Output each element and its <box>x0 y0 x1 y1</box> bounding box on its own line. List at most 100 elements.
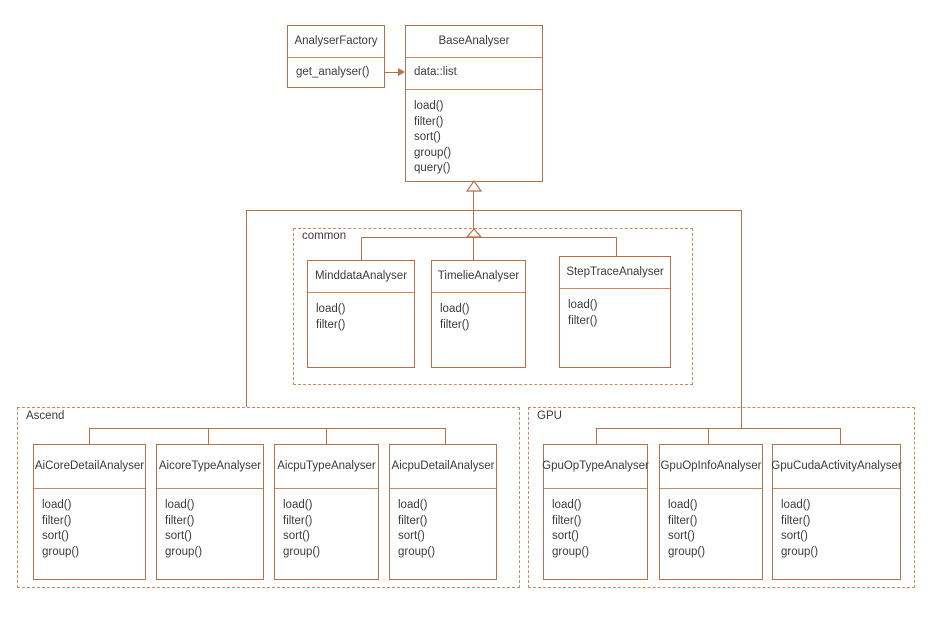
group-label-ascend: Ascend <box>23 409 68 423</box>
method-item: load() <box>165 499 195 511</box>
class-methods-step-trace-analyser: load() filter() <box>560 289 670 329</box>
compartment-divider <box>34 488 145 489</box>
class-name-aicoredetail-analyser: AiCoreDetailAnalyser <box>34 459 145 472</box>
method-item: load() <box>668 499 698 511</box>
compartment-divider <box>773 488 900 489</box>
method-item: sort() <box>414 131 441 143</box>
method-item: sort() <box>781 530 808 542</box>
method-item: load() <box>568 299 598 311</box>
group-drop-timelie <box>473 237 474 260</box>
method-item: load() <box>440 303 470 315</box>
method-item: load() <box>283 499 313 511</box>
class-name-step-trace-analyser: StepTraceAnalyser <box>566 265 664 278</box>
method-item: load() <box>398 499 428 511</box>
class-methods-aicpudetail-analyser: load() filter() sort() group() <box>390 489 496 560</box>
class-methods-gpuoptype-analyser: load() filter() sort() group() <box>544 489 647 560</box>
method-item: sort() <box>165 530 192 542</box>
method-item: filter() <box>668 514 698 527</box>
class-box-gpuoptype-analyser[interactable]: GpuOpTypeAnalyser load() filter() sort()… <box>542 444 649 580</box>
class-box-aicpudetail-analyser[interactable]: AicpuDetailAnalyser load() filter() sort… <box>389 444 497 580</box>
compartment-divider <box>406 57 542 58</box>
group-drop-aicoretype <box>208 428 209 444</box>
method-item: query() <box>414 162 451 174</box>
attribute-item: data::list <box>414 66 457 78</box>
group-frame-ascend <box>17 407 520 588</box>
group-bus-gpu <box>596 428 840 429</box>
compartment-divider <box>157 488 263 489</box>
method-item: sort() <box>552 530 579 542</box>
group-drop-gpuopinfo <box>708 428 709 444</box>
class-name-aicpudetail-analyser: AicpuDetailAnalyser <box>391 459 495 472</box>
method-item: sort() <box>283 530 310 542</box>
method-item: sort() <box>398 530 425 542</box>
group-drop-minddata <box>361 237 362 260</box>
method-item: get_analyser() <box>296 66 370 78</box>
class-methods-aicoretype-analyser: load() filter() sort() group() <box>157 489 263 560</box>
generalization-triangle-icon <box>465 179 483 192</box>
class-name-minddata-analyser: MinddataAnalyser <box>314 269 408 282</box>
class-box-step-trace-analyser[interactable]: StepTraceAnalyser load() filter() <box>559 256 671 368</box>
class-methods-aicoredetail-analyser: load() filter() sort() group() <box>34 489 145 560</box>
group-label-common: common <box>299 229 350 243</box>
class-box-gpuopinfo-analyser[interactable]: GpuOpInfoAnalyser load() filter() sort()… <box>659 444 763 580</box>
class-name-aicoretype-analyser: AicoreTypeAnalyser <box>158 459 262 472</box>
class-box-aicputype-analyser[interactable]: AicpuTypeAnalyser load() filter() sort()… <box>274 444 379 580</box>
compartment-divider <box>308 292 414 293</box>
class-box-gpucudaactivity-analyser[interactable]: GpuCudaActivityAnalyser load() filter() … <box>771 444 902 580</box>
method-item: filter() <box>283 514 313 527</box>
class-methods-aicputype-analyser: load() filter() sort() group() <box>275 489 378 560</box>
inheritance-drop-ascend <box>246 210 247 407</box>
group-frame-gpu <box>528 407 915 588</box>
class-methods-timelie-analyser: load() filter() <box>432 293 525 333</box>
compartment-divider <box>406 89 542 90</box>
class-box-base-analyser[interactable]: BaseAnalyser data::list load() filter() … <box>405 25 543 182</box>
class-methods-gpuopinfo-analyser: load() filter() sort() group() <box>660 489 762 560</box>
group-bus-common <box>361 237 616 238</box>
compartment-divider <box>560 288 670 289</box>
method-item: filter() <box>552 514 582 527</box>
group-frame-common <box>293 228 693 385</box>
group-drop-aicputype <box>326 428 327 444</box>
method-item: filter() <box>398 514 428 527</box>
group-drop-aicoredetail <box>89 428 90 444</box>
class-name-gpuoptype-analyser: GpuOpTypeAnalyser <box>542 459 649 472</box>
class-box-analyser-factory[interactable]: AnalyserFactory get_analyser() <box>287 25 385 88</box>
method-item: filter() <box>165 514 195 527</box>
class-box-aicoredetail-analyser[interactable]: AiCoreDetailAnalyser load() filter() sor… <box>33 444 146 580</box>
class-attributes-base-analyser: data::list <box>406 58 542 89</box>
class-name-aicputype-analyser: AicpuTypeAnalyser <box>277 459 376 472</box>
method-item: load() <box>414 100 444 112</box>
class-methods-minddata-analyser: load() filter() <box>308 293 414 333</box>
method-item: filter() <box>414 115 444 128</box>
method-item: load() <box>781 499 811 511</box>
class-name-base-analyser: BaseAnalyser <box>438 34 510 47</box>
class-name-gpucudaactivity-analyser: GpuCudaActivityAnalyser <box>771 459 902 472</box>
class-box-minddata-analyser[interactable]: MinddataAnalyser load() filter() <box>307 260 415 368</box>
inheritance-stem <box>473 191 474 211</box>
method-item: sort() <box>42 530 69 542</box>
compartment-divider <box>432 292 525 293</box>
inheritance-drop-common <box>473 210 474 237</box>
compartment-divider <box>660 488 762 489</box>
class-box-aicoretype-analyser[interactable]: AicoreTypeAnalyser load() filter() sort(… <box>156 444 264 580</box>
method-item: group() <box>165 545 203 558</box>
arrowhead-icon <box>398 68 405 76</box>
compartment-divider <box>275 488 378 489</box>
method-item: load() <box>552 499 582 511</box>
method-item: group() <box>552 545 590 558</box>
inheritance-bus-line <box>246 210 742 211</box>
method-item: group() <box>668 545 706 558</box>
group-bus-ascend <box>89 428 445 429</box>
group-drop-aicpudetail <box>445 428 446 444</box>
method-item: load() <box>316 303 346 315</box>
method-item: filter() <box>440 318 470 331</box>
method-item: group() <box>283 545 321 558</box>
method-item: sort() <box>668 530 695 542</box>
method-item: filter() <box>42 514 72 527</box>
class-box-timelie-analyser[interactable]: TimelieAnalyser load() filter() <box>431 260 526 368</box>
group-drop-gpucudaactivity <box>840 428 841 444</box>
relation-factory-to-base-line <box>385 72 398 73</box>
method-item: group() <box>42 545 80 558</box>
group-drop-steptrace <box>616 237 617 256</box>
